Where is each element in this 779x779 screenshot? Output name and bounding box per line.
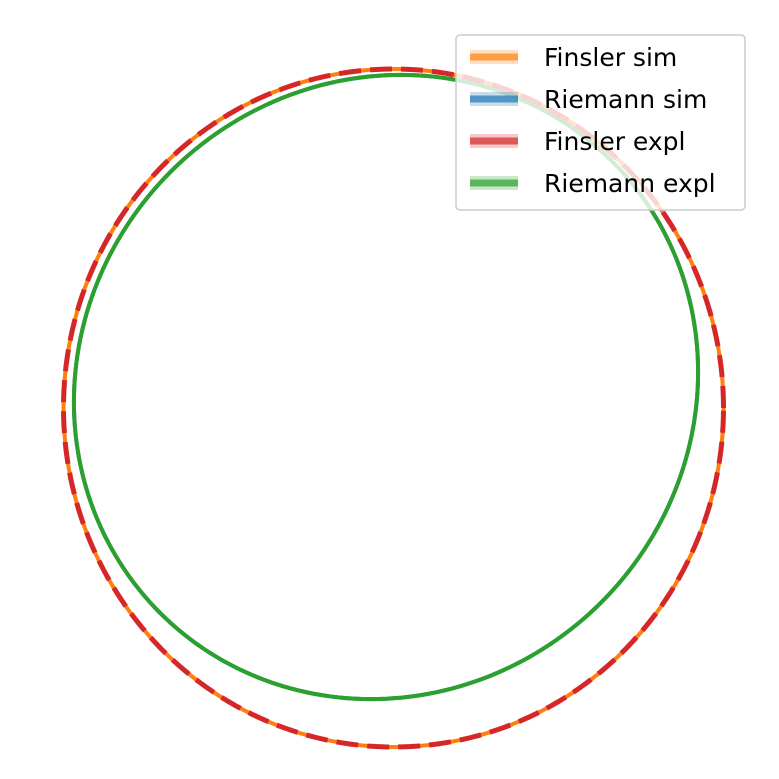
series-line-riemann-expl — [71, 72, 701, 702]
legend-frame — [455, 34, 746, 211]
legend-label-finsler-expl: Finsler expl — [544, 127, 685, 156]
legend-label-riemann-expl: Riemann expl — [544, 169, 716, 198]
chart-legend: Finsler sim Riemann sim Finsler expl Rie… — [455, 34, 746, 211]
legend-label-finsler-sim: Finsler sim — [544, 43, 677, 72]
legend-label-riemann-sim: Riemann sim — [544, 85, 707, 114]
